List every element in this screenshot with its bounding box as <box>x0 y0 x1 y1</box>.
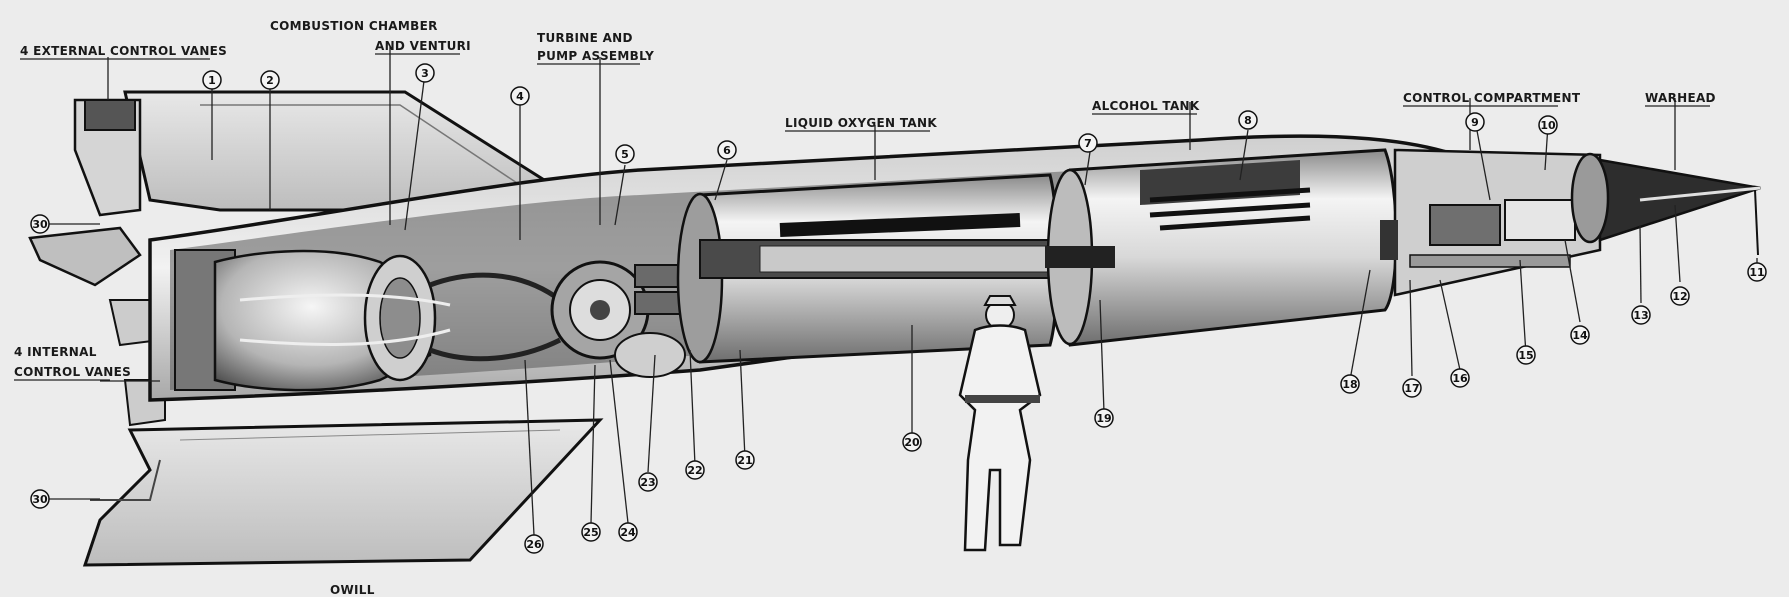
callout-11: 11 <box>1747 262 1767 282</box>
label-alcohol-tank: ALCOHOL TANK <box>1092 99 1200 113</box>
callout-number: 19 <box>1096 412 1111 425</box>
callout-number: 26 <box>526 538 542 551</box>
callout-number: 6 <box>723 144 731 157</box>
callout-number: 25 <box>583 526 598 539</box>
label-control-vanes: CONTROL VANES <box>14 365 131 379</box>
callout-14: 14 <box>1570 325 1590 345</box>
callout-number: 17 <box>1404 382 1419 395</box>
liquid-oxygen-tank <box>676 173 1071 364</box>
callout-5: 5 <box>615 144 635 164</box>
callout-25: 25 <box>581 522 601 542</box>
callout-8: 8 <box>1238 110 1258 130</box>
callout-number: 20 <box>904 436 920 449</box>
callout-15: 15 <box>1516 345 1536 365</box>
callout-number: 14 <box>1572 329 1588 342</box>
alcohol-tank <box>1045 148 1398 347</box>
callout-23: 23 <box>638 472 658 492</box>
callout-30: 30 <box>30 489 50 509</box>
control-compartment <box>1380 148 1602 297</box>
callout-number: 24 <box>620 526 636 539</box>
callout-number: 1 <box>208 74 216 87</box>
callout-number: 23 <box>640 476 655 489</box>
label-warhead: WARHEAD <box>1645 91 1716 105</box>
callout-21: 21 <box>735 450 755 470</box>
callout-number: 13 <box>1633 309 1648 322</box>
callout-number: 4 <box>516 90 524 103</box>
callout-26: 26 <box>524 534 544 554</box>
callout-number: 15 <box>1518 349 1533 362</box>
callout-number: 12 <box>1672 290 1687 303</box>
callout-9: 9 <box>1465 112 1485 132</box>
callout-number: 18 <box>1342 378 1357 391</box>
callout-10: 10 <box>1538 115 1558 135</box>
callout-19: 19 <box>1094 408 1114 428</box>
callout-number: 30 <box>32 493 48 506</box>
callout-2: 2 <box>260 70 280 90</box>
label-turbine: TURBINE AND <box>537 31 633 45</box>
callout-18: 18 <box>1340 374 1360 394</box>
callout-17: 17 <box>1402 378 1422 398</box>
label-external-vanes: 4 EXTERNAL CONTROL VANES <box>20 44 227 58</box>
label-venturi: AND VENTURI <box>375 39 471 53</box>
label-pump-assembly: PUMP ASSEMBLY <box>537 49 654 63</box>
soldier-figure <box>958 295 1042 552</box>
label-combustion-chamber: COMBUSTION CHAMBER <box>270 19 438 33</box>
label-lox-tank: LIQUID OXYGEN TANK <box>785 116 937 130</box>
callout-1: 1 <box>202 70 222 90</box>
callout-number: 30 <box>32 218 48 231</box>
callout-30: 30 <box>30 214 50 234</box>
callout-4: 4 <box>510 86 530 106</box>
callout-13: 13 <box>1631 305 1651 325</box>
callout-24: 24 <box>618 522 638 542</box>
callout-number: 21 <box>737 454 752 467</box>
callout-6: 6 <box>717 140 737 160</box>
callout-number: 11 <box>1749 266 1764 279</box>
callout-number: 10 <box>1540 119 1556 132</box>
label-internal-vanes: 4 INTERNAL <box>14 345 97 359</box>
callout-number: 2 <box>266 74 274 87</box>
callout-number: 3 <box>421 67 429 80</box>
callout-3: 3 <box>415 63 435 83</box>
callout-16: 16 <box>1450 368 1470 388</box>
callout-number: 7 <box>1084 137 1092 150</box>
warhead <box>1570 152 1761 256</box>
lower-fin <box>82 418 604 567</box>
callout-7: 7 <box>1078 133 1098 153</box>
callout-22: 22 <box>685 460 705 480</box>
callout-number: 16 <box>1452 372 1468 385</box>
callout-20: 20 <box>902 432 922 452</box>
side-fin <box>28 226 142 287</box>
label-footer: OWILL <box>330 583 375 597</box>
callout-number: 5 <box>621 148 629 161</box>
label-control-compartment: CONTROL COMPARTMENT <box>1403 91 1581 105</box>
callout-number: 9 <box>1471 116 1479 129</box>
callout-number: 8 <box>1244 114 1252 127</box>
callout-12: 12 <box>1670 286 1690 306</box>
callout-number: 22 <box>687 464 702 477</box>
turbine-pump-assembly <box>550 260 706 378</box>
